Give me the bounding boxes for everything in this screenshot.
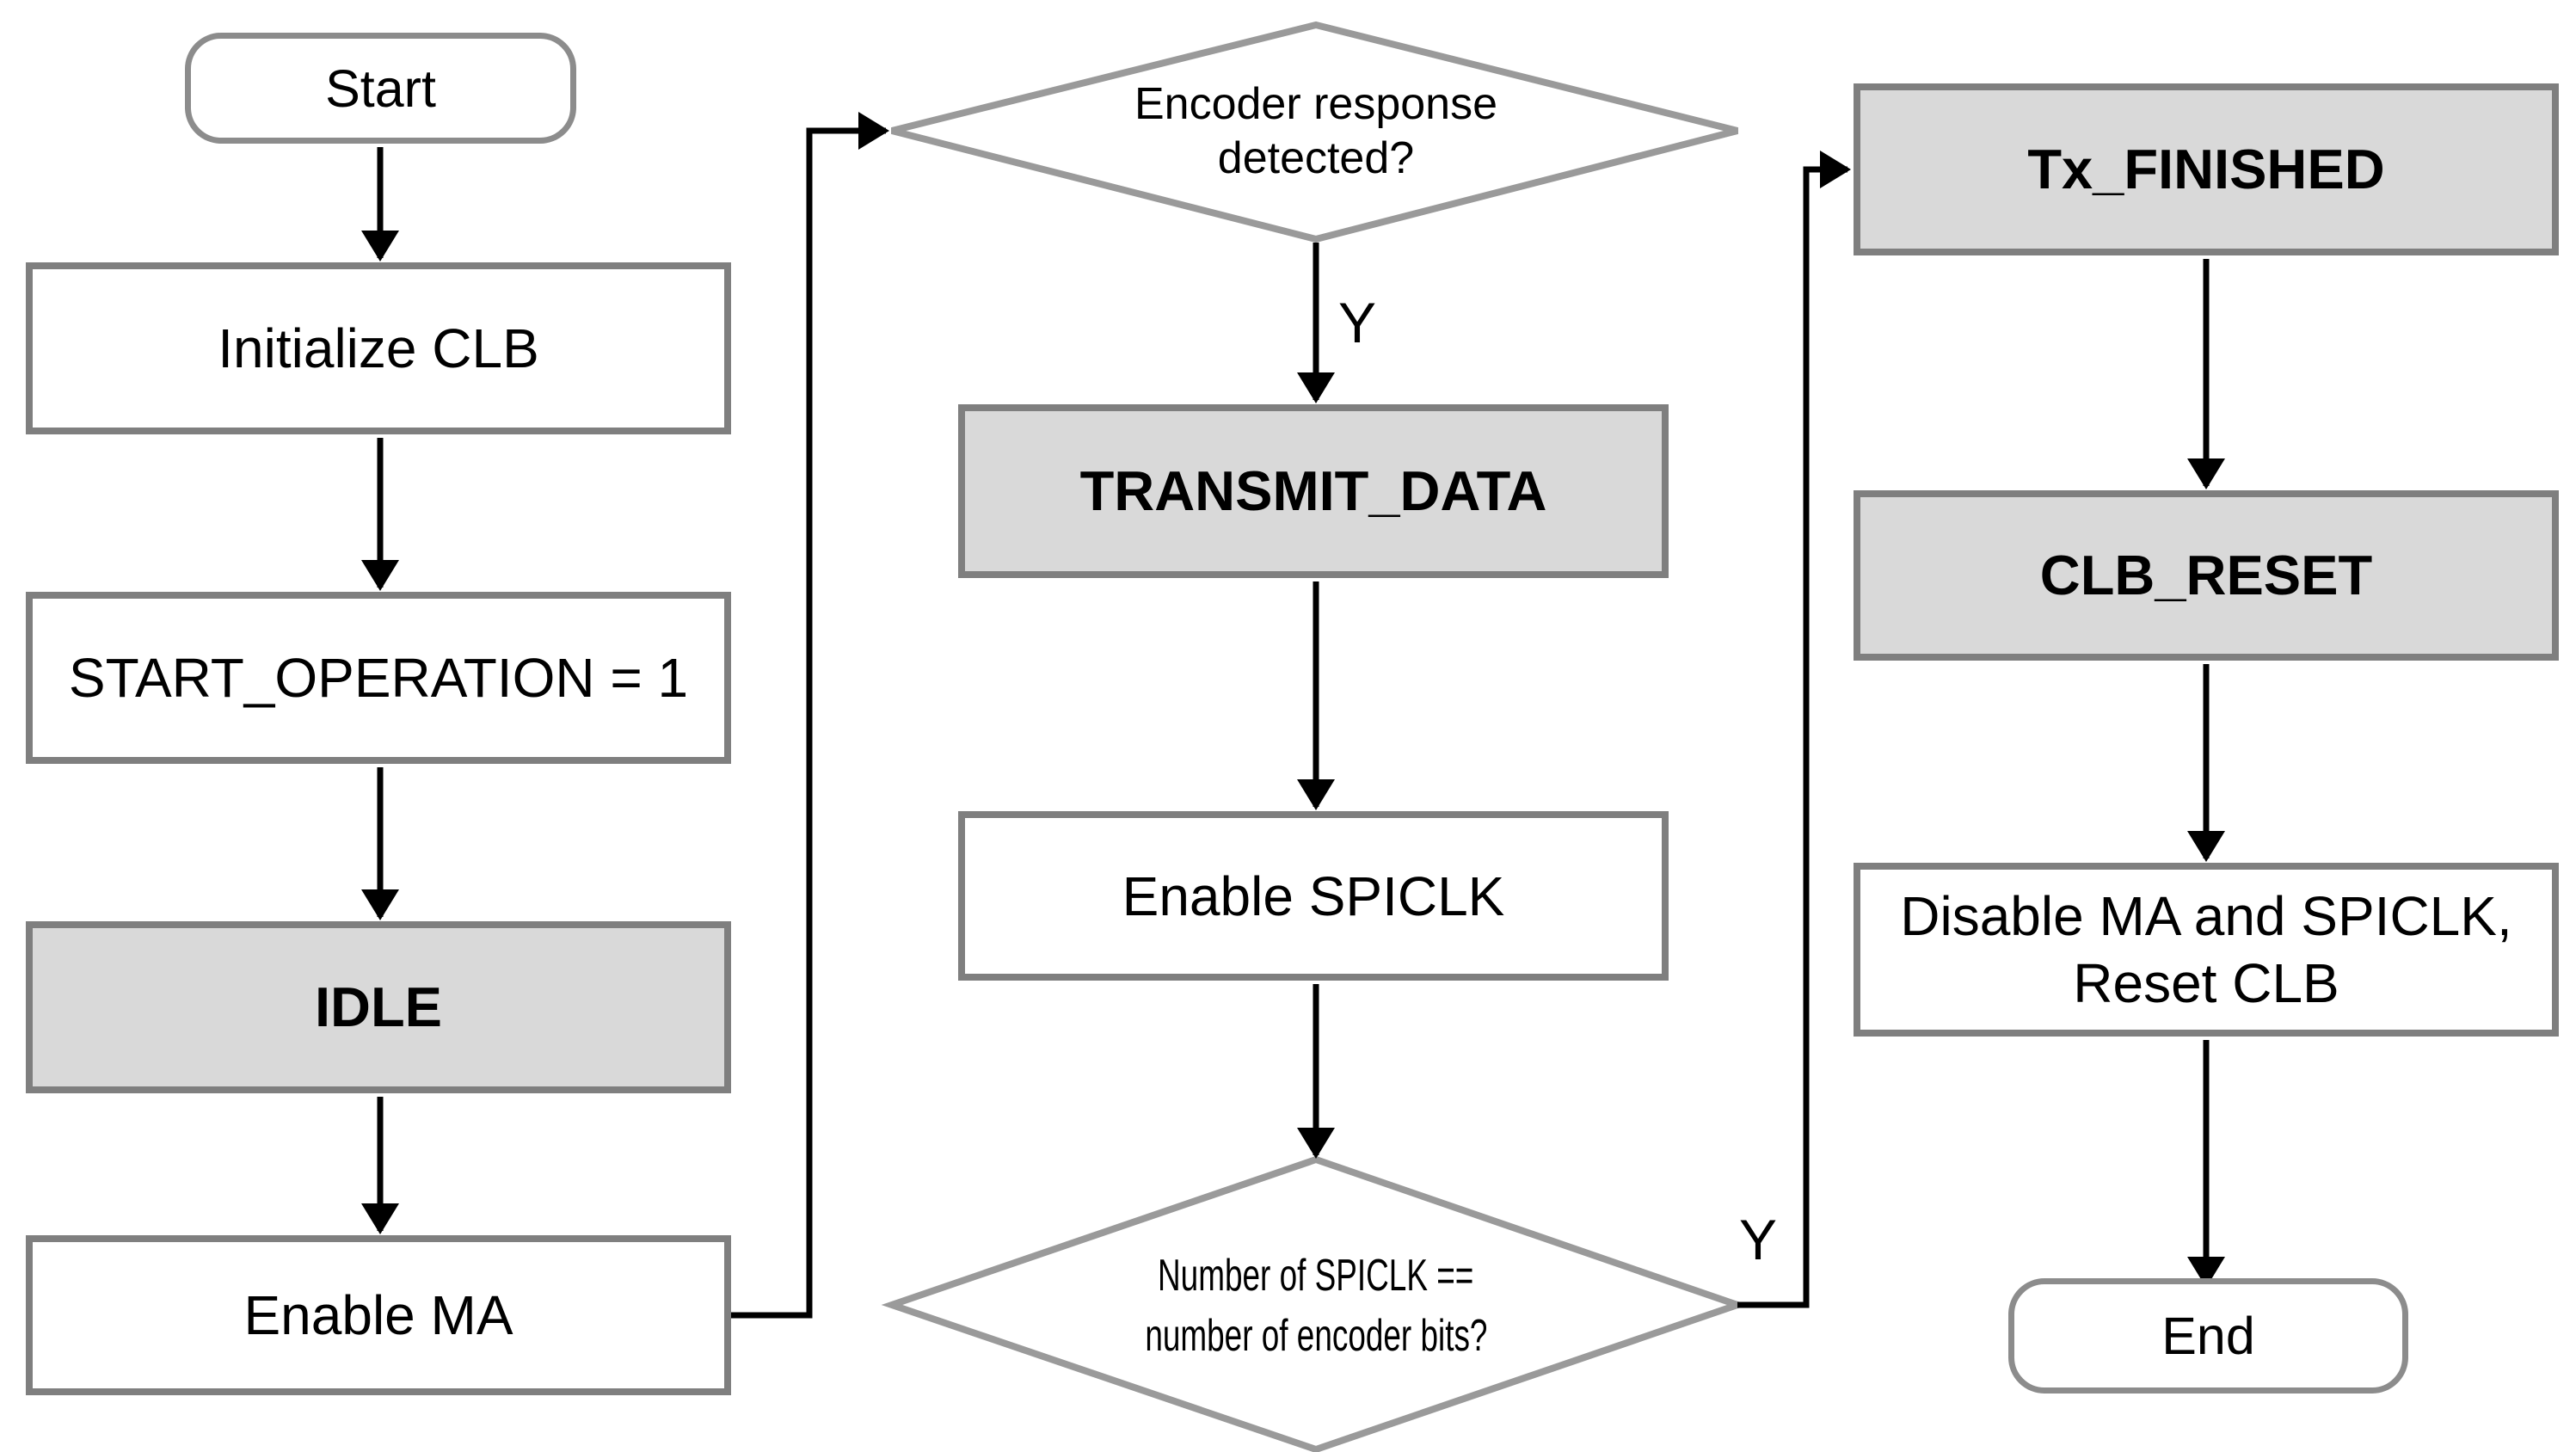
- node-disable-ma-spiclk: Disable MA and SPICLK, Reset CLB: [1854, 863, 2559, 1037]
- node-disable-ma-spiclk-line1: Disable MA and SPICLK,: [1900, 885, 2512, 947]
- node-enable-ma-label: Enable MA: [243, 1284, 513, 1346]
- node-initialize-clb: Initialize CLB: [26, 262, 731, 434]
- node-enable-spiclk-label: Enable SPICLK: [1122, 864, 1505, 927]
- edge-label-yes-count: Y: [1739, 1208, 1778, 1271]
- decision-spiclk-count-line1: Number of SPICLK ==: [1158, 1250, 1474, 1301]
- node-clb-reset-label: CLB_RESET: [2039, 544, 2373, 606]
- node-clb-reset: CLB_RESET: [1854, 490, 2559, 661]
- node-idle-label: IDLE: [314, 975, 443, 1038]
- connector-count-to-txfinished: [1737, 151, 1851, 1308]
- decision-spiclk-count-line2: number of encoder bits?: [1144, 1310, 1488, 1361]
- node-start-operation-label: START_OPERATION = 1: [68, 647, 689, 709]
- node-transmit-data-label: TRANSMIT_DATA: [1079, 459, 1547, 522]
- node-start-label: Start: [325, 58, 436, 118]
- connector-enablema-to-encoder: [731, 112, 889, 1319]
- node-disable-ma-spiclk-line2: Reset CLB: [2073, 952, 2339, 1014]
- node-start: Start: [185, 33, 576, 144]
- node-enable-spiclk: Enable SPICLK: [958, 811, 1669, 981]
- node-tx-finished-label: Tx_FINISHED: [2027, 138, 2385, 200]
- node-start-operation: START_OPERATION = 1: [26, 592, 731, 764]
- edge-label-yes-encoder: Y: [1338, 291, 1377, 354]
- node-enable-ma: Enable MA: [26, 1235, 731, 1395]
- decision-encoder-response-label: Encoder response detected?: [1015, 60, 1617, 202]
- node-end: End: [2008, 1278, 2408, 1394]
- node-end-label: End: [2161, 1307, 2255, 1365]
- node-tx-finished: Tx_FINISHED: [1854, 83, 2559, 255]
- node-initialize-clb-label: Initialize CLB: [218, 317, 539, 379]
- node-idle: IDLE: [26, 921, 731, 1093]
- decision-encoder-response-line1: Encoder response: [1134, 78, 1498, 129]
- decision-encoder-response-line2: detected?: [1217, 132, 1415, 183]
- node-transmit-data: TRANSMIT_DATA: [958, 404, 1669, 578]
- decision-spiclk-count-label: Number of SPICLK == number of encoder bi…: [972, 1234, 1660, 1376]
- node-disable-ma-spiclk-label: Disable MA and SPICLK, Reset CLB: [1900, 883, 2511, 1017]
